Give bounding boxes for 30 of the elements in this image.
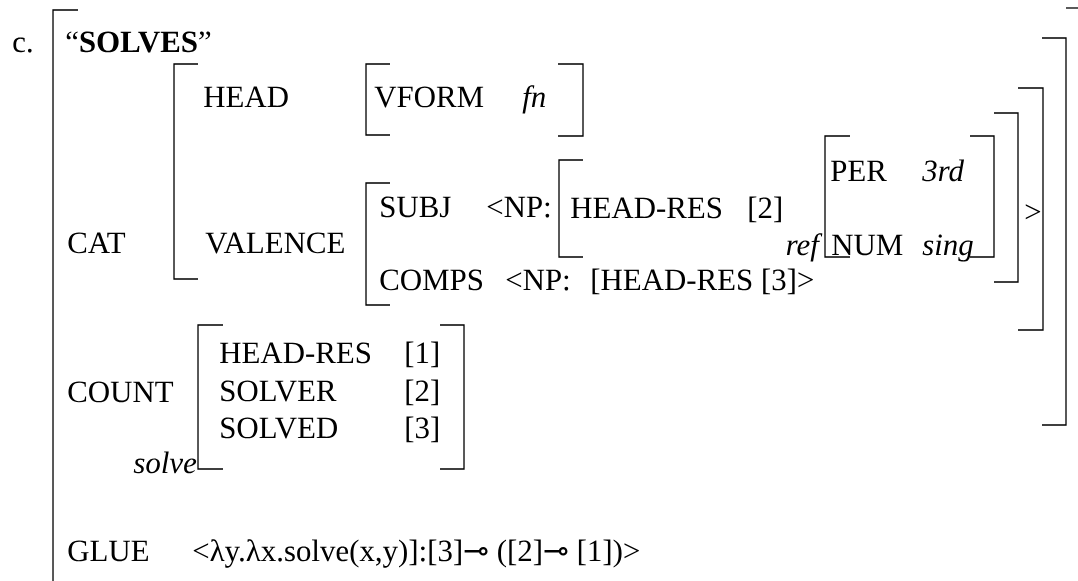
tag-number: [3] [406,416,438,443]
attribute-name: GLUE [68,540,148,562]
attribute-name: SOLVED [221,417,337,439]
tag-number: [2] [406,379,438,406]
tag-number: [1] [406,341,438,368]
attribute-name: HEAD-RES [571,197,721,219]
attribute-value: 3rd [922,159,965,182]
attribute-name: SOLVER [221,380,337,402]
type-label: solve [133,451,197,474]
attribute-name: VFORM [374,86,484,108]
example-number: c. [13,37,32,53]
glue-formula: <λy.λx.solve(x,y)]:[3]⊸ ([2]⊸ [1])> [193,539,639,568]
category-label: <NP: [506,269,569,291]
attribute-value: fn [522,85,545,114]
list-value: [HEAD-RES [3]> [592,268,813,295]
tag-number: [2] [749,196,781,223]
attribute-value: sing [922,234,973,262]
attribute-name: CAT [68,232,126,254]
word-label: “SOLVES” [66,31,211,53]
attribute-name: COUNT [68,381,174,403]
category-label: <NP: [487,196,550,218]
attribute-name: PER [831,160,887,181]
attribute-name: HEAD [204,86,288,108]
type-label: ref [786,233,823,262]
attribute-name: NUM [832,234,903,256]
attribute-name: SUBJ [381,196,451,218]
attribute-name: HEAD-RES [220,342,370,364]
attribute-name: COMPS [380,269,482,291]
angle-bracket: > [1025,204,1041,220]
attribute-name: VALENCE [205,232,344,254]
